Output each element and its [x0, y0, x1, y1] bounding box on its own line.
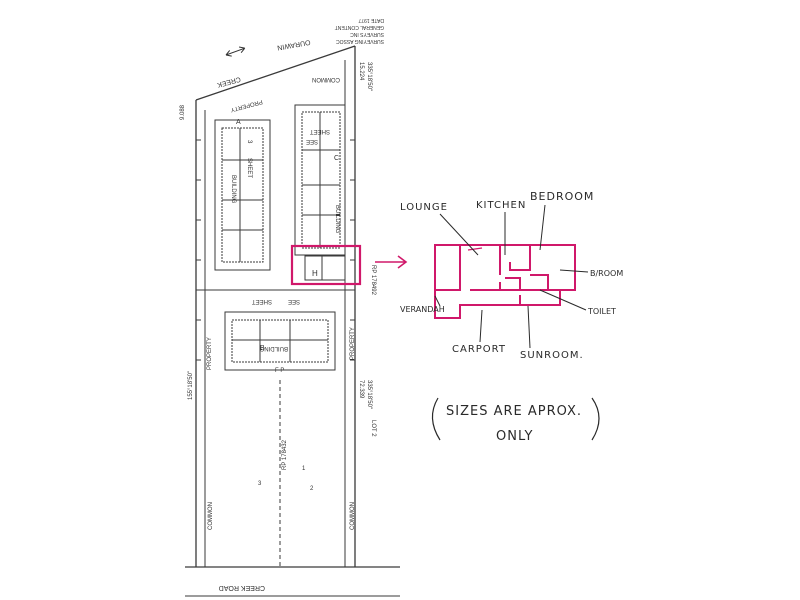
highlight-unit	[290, 244, 362, 286]
boundary-top	[195, 45, 356, 101]
header-line-3: GENERAL CONTENT	[335, 24, 384, 30]
property-left-label: PROPERTY	[207, 337, 213, 370]
building-c-see-label: SEE	[306, 138, 318, 144]
label-lounge: LOUNGE	[400, 202, 448, 213]
building-a-inner	[221, 127, 264, 263]
label-kitchen: KITCHEN	[476, 200, 526, 211]
pointer-arrow-icon	[375, 255, 408, 269]
creek-arrow-icon	[225, 46, 246, 57]
sketch-outer	[434, 244, 576, 319]
lot-label: LOT 2	[370, 420, 376, 437]
survey-plan: SURVEYING ASSOC SURVEYS INC GENERAL CONT…	[180, 17, 400, 597]
building-c-inner	[301, 111, 341, 249]
building-a-grid	[222, 128, 263, 262]
sketch-door-1	[467, 247, 483, 251]
building-b-letter: B	[260, 345, 265, 352]
building-b-fp-label: F P	[275, 368, 284, 374]
property-top-label: PROPERTY	[230, 98, 263, 112]
building-b-inner	[231, 319, 329, 363]
floor-sketch	[434, 244, 576, 319]
building-c-sheet-label: SHEET	[310, 128, 330, 134]
note-line-2: ONLY	[496, 429, 533, 444]
creek-name: OURAWIN	[277, 38, 311, 51]
rp-top-label: RP 178492	[370, 265, 376, 296]
common-top-label: COMMON	[312, 76, 340, 82]
sketch-wall-4	[530, 274, 549, 290]
building-c-name: BUILDING	[334, 205, 340, 234]
building-b-see-label: SEE	[288, 298, 300, 304]
building-a-outline	[214, 119, 271, 271]
building-a-name: BUILDING	[230, 175, 236, 204]
property-right-label: PROPERTY	[350, 327, 356, 360]
rp-bottom-label: RP 178432	[282, 439, 288, 470]
sketch-labels: LOUNGE KITCHEN BEDROOM B/ROOM VERANDAH T…	[400, 190, 623, 361]
header-line-4: DATE 1977	[358, 17, 384, 23]
label-sunroom: SUNROOM.	[520, 350, 584, 361]
bearing-bottom-right: 335°18'50"	[366, 380, 372, 409]
sketch-wall-5	[505, 277, 521, 290]
sketch-wall-3	[509, 245, 531, 271]
lot-number-1: 1	[302, 466, 306, 472]
road-label: CREEK ROAD	[219, 584, 265, 591]
sketch-verandah-wall	[435, 245, 461, 291]
building-c-outline	[294, 104, 346, 256]
header-line-1: SURVEYING ASSOC	[336, 38, 384, 44]
label-carport: CARPORT	[452, 344, 506, 355]
building-a-sheet-label: SHEET	[246, 158, 252, 178]
boundary-ticks	[196, 139, 355, 361]
distance-bottom-right: 72.339	[358, 380, 364, 399]
building-a-letter: A	[236, 119, 241, 126]
note-line-1: SIZES ARE APROX.	[446, 404, 582, 419]
building-a-sheet-num: 3	[246, 140, 252, 144]
building-b-outline	[224, 311, 336, 371]
building-c-grid	[302, 112, 340, 248]
building-b-sheet-label: SHEET	[252, 298, 272, 304]
label-bath: B/ROOM	[590, 269, 623, 278]
highlight-unit-letter: H	[312, 269, 318, 278]
note-bracket-left	[431, 397, 441, 441]
common-left-label: COMMON	[208, 502, 214, 530]
sizes-note: SIZES ARE APROX. ONLY	[431, 397, 600, 444]
label-toilet: TOILET	[587, 307, 616, 316]
distance-left: 9.088	[180, 104, 186, 120]
building-b-name: BUILDING	[259, 345, 288, 351]
building-b-grid	[232, 320, 328, 362]
bearing-left: 155°18'50"	[188, 371, 194, 400]
lot-number-3: 3	[258, 481, 262, 487]
highlight-unit-inner	[304, 255, 346, 281]
building-c-letter: C	[334, 155, 339, 162]
distance-top-right: 15.224	[358, 62, 364, 81]
lot-number-2: 2	[310, 486, 314, 492]
header-line-2: SURVEYS INC	[350, 31, 384, 37]
label-bedroom: BEDROOM	[530, 190, 594, 203]
bearing-top-right: 335°18'50"	[366, 62, 372, 91]
label-verandah: VERANDAH	[400, 305, 445, 314]
common-right-label: COMMON	[350, 502, 356, 530]
note-bracket-right	[591, 397, 600, 441]
leader-lines	[434, 204, 589, 349]
plan-header: SURVEYING ASSOC SURVEYS INC GENERAL CONT…	[335, 17, 384, 44]
